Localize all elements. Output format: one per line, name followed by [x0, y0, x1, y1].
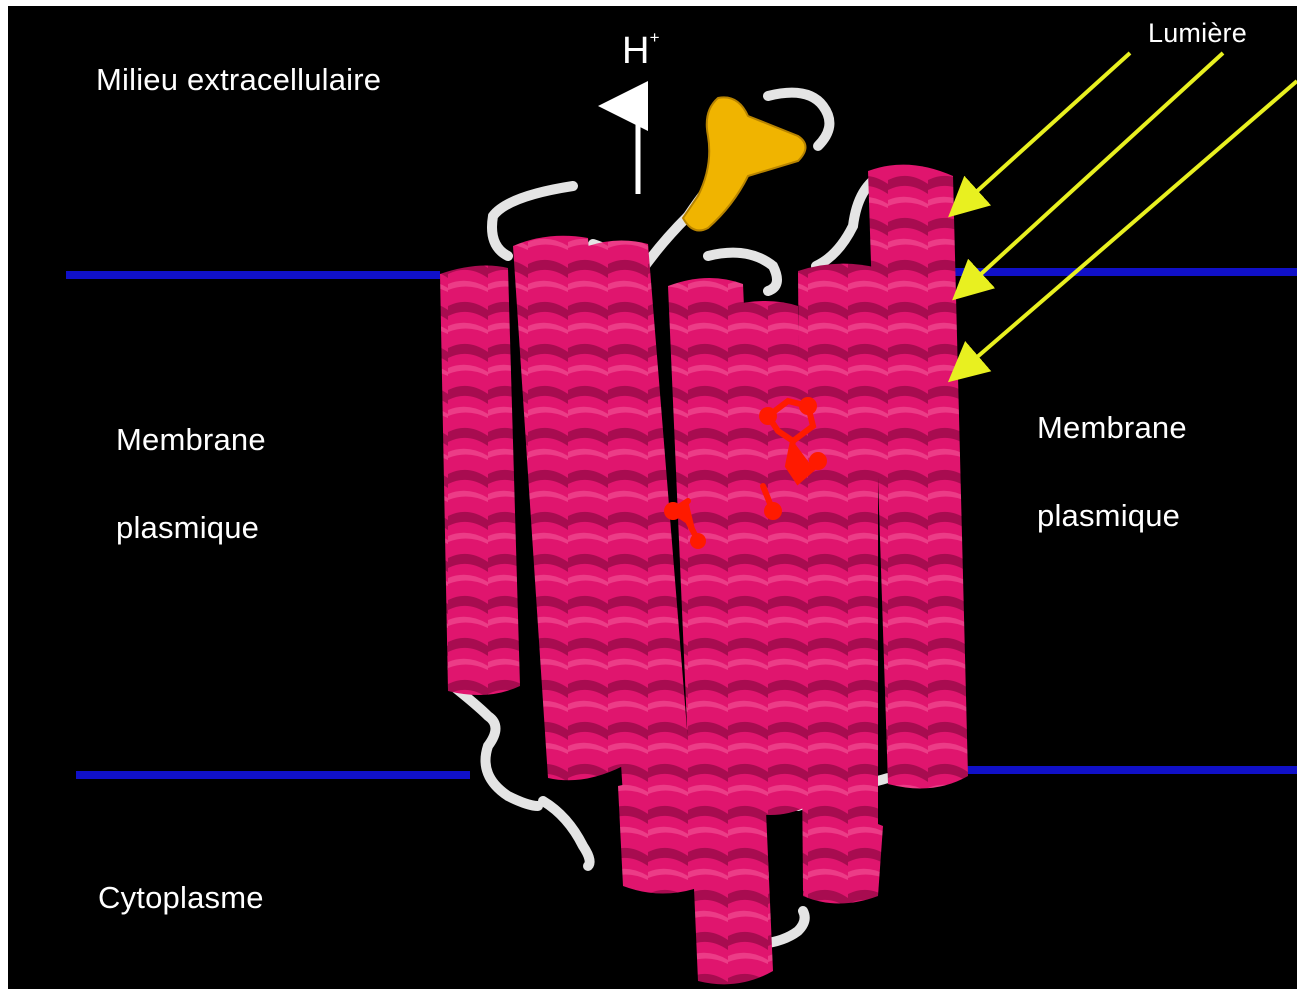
membrane-left-label-line1: Membrane — [116, 424, 266, 455]
extracellular-label: Milieu extracellulaire — [96, 64, 381, 95]
light-arrow-3 — [954, 81, 1297, 377]
helix-g — [868, 165, 968, 789]
proton-symbol: H — [622, 30, 650, 72]
membrane-left-label-line2: plasmique — [116, 512, 259, 543]
light-label: Lumière — [1148, 20, 1247, 47]
proton-charge: + — [650, 28, 660, 47]
bacteriorhodopsin-diagram: Milieu extracellulaire Membrane plasmiqu… — [8, 6, 1297, 989]
light-arrows — [954, 53, 1297, 377]
cytoplasm-label: Cytoplasme — [98, 882, 264, 913]
helix-a — [440, 266, 520, 695]
membrane-right-label-line2: plasmique — [1037, 500, 1180, 531]
proton-label: H+ — [622, 32, 660, 70]
membrane-right-label-line1: Membrane — [1037, 412, 1187, 443]
helix-f — [798, 264, 878, 895]
beta-sheet — [683, 97, 806, 230]
light-arrow-1 — [954, 53, 1130, 212]
helix-group — [440, 165, 968, 985]
